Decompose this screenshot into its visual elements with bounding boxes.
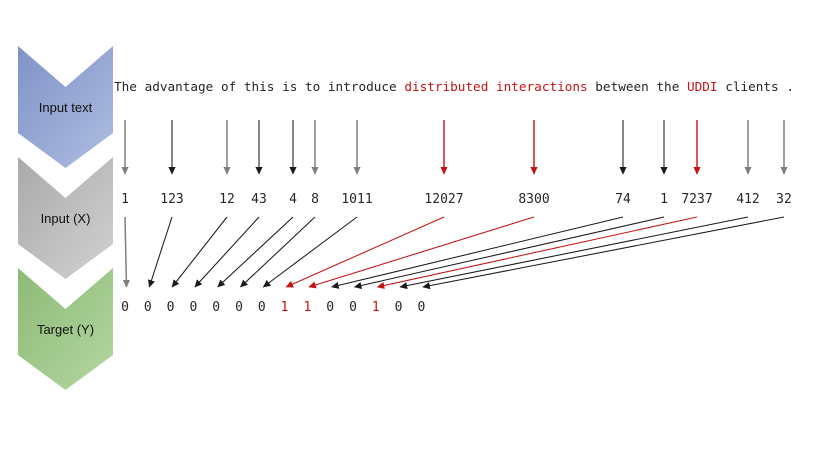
token-id: 8300 (518, 192, 550, 207)
token-to-target-arrow (422, 216, 785, 290)
target-digit: 1 (303, 300, 312, 315)
target-digit: 0 (235, 300, 243, 315)
stage-chevrons: Input text Input (X) Target (Y) (18, 46, 113, 390)
sentence-word-highlighted: UDDI (686, 79, 718, 94)
token-id: 1 (660, 192, 668, 207)
token-id: 12 (219, 192, 235, 207)
token-id: 412 (736, 192, 760, 207)
sentence-word: between (595, 79, 649, 94)
token-to-target-arrow (148, 216, 173, 288)
chevron-target-y (18, 268, 113, 390)
sentence-line: The advantage of this is to introduce di… (114, 80, 794, 94)
sentence-word-highlighted: interactions (495, 79, 588, 94)
token-id: 12027 (424, 192, 464, 207)
target-digit: 0 (257, 300, 266, 315)
token-to-target-arrow (122, 216, 130, 288)
sentence-word: of (220, 79, 237, 94)
target-digit: 0 (417, 300, 426, 315)
token-to-target-arrow (285, 216, 445, 288)
sentence-word: introduce (327, 79, 397, 94)
sentence-word: advantage (144, 79, 214, 94)
token-id: 8 (311, 192, 319, 207)
sentence-word: . (786, 79, 794, 94)
target-digit: 1 (280, 300, 289, 315)
token-to-target-arrow (308, 216, 535, 289)
token-to-target-arrow (376, 216, 698, 290)
target-digit: 0 (394, 300, 403, 315)
target-digit: 0 (326, 300, 335, 315)
target-digit: 1 (371, 300, 380, 315)
target-digit: 0 (349, 300, 357, 315)
token-to-target-arrow (240, 216, 316, 288)
token-to-target-arrow (353, 216, 665, 289)
sentence-word: is (282, 79, 298, 94)
arrow-layer (121, 120, 788, 290)
sentence-word-highlighted: distributed (404, 79, 489, 94)
token-to-target-arrow (331, 216, 624, 289)
target-digit: 0 (121, 300, 129, 315)
sentence-word: The (114, 79, 137, 94)
target-digit: 0 (212, 300, 221, 315)
token-to-target-arrow (171, 216, 228, 288)
token-id: 123 (160, 192, 184, 207)
token-id: 7237 (681, 192, 713, 207)
token-id: 32 (776, 192, 792, 207)
target-digit: 0 (143, 300, 152, 315)
stage-label-input-x: Input (X) (41, 211, 91, 226)
token-id: 43 (251, 192, 267, 207)
token-to-target-arrow (262, 216, 358, 288)
chevron-input-text (18, 46, 113, 168)
sentence-word: this (243, 79, 275, 94)
stage-label-target-y: Target (Y) (37, 322, 94, 337)
token-id: 74 (615, 192, 631, 207)
token-id: 1 (121, 192, 129, 207)
target-digit: 0 (189, 300, 198, 315)
token-id: 4 (289, 192, 297, 207)
token-to-target-arrow (194, 216, 260, 288)
sentence-word: clients (725, 79, 779, 94)
sentence-word: the (656, 79, 680, 94)
target-digit: 0 (166, 300, 175, 315)
token-id: 1011 (341, 192, 373, 207)
token-to-target-arrow (217, 216, 294, 288)
sentence-word: to (305, 79, 321, 94)
stage-label-input-text: Input text (39, 100, 93, 115)
token-to-target-arrow (399, 216, 749, 290)
chevron-input-x (18, 157, 113, 279)
